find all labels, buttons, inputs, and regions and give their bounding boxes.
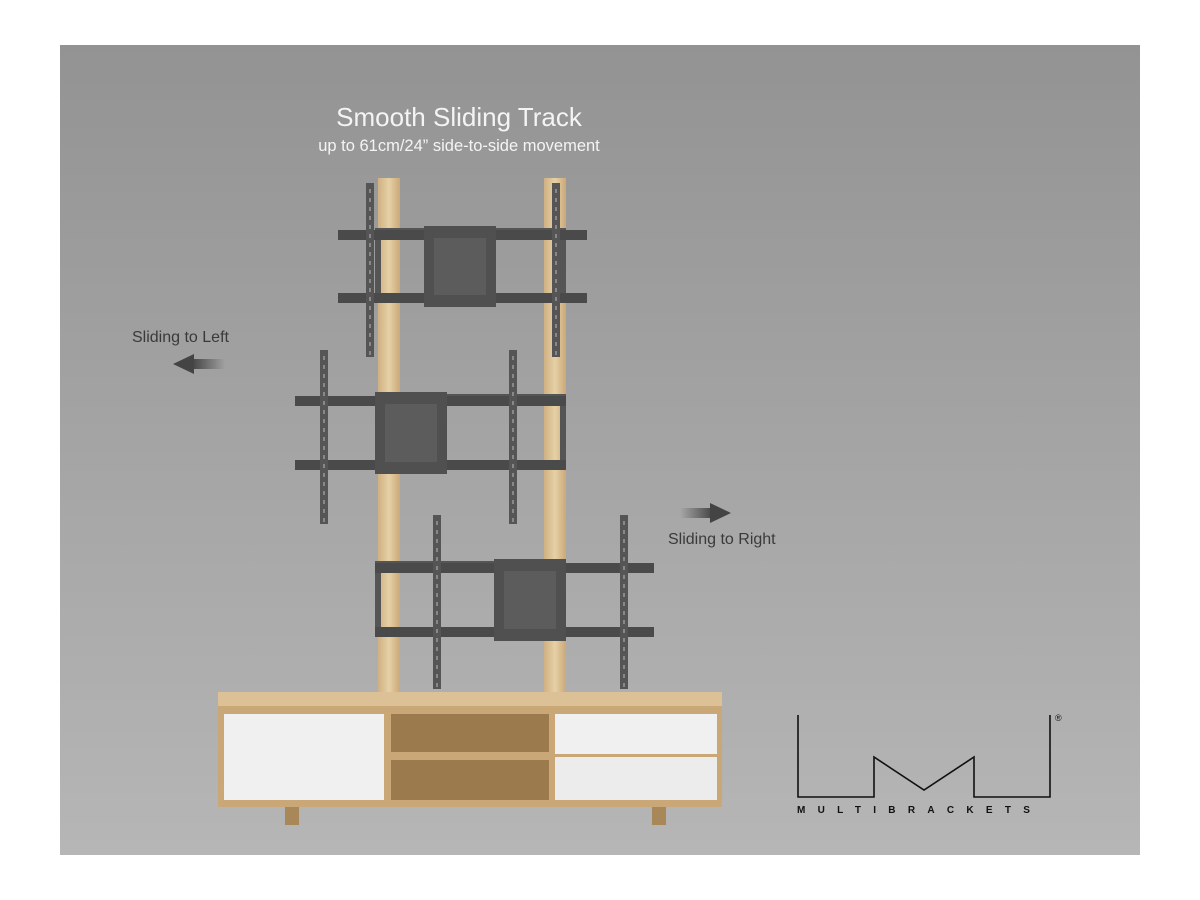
subheadline: up to 61cm/24” side-to-side movement (318, 137, 600, 155)
wall-bracket-3 (375, 515, 654, 689)
tv-stand (218, 692, 722, 825)
sliding-left-label: Sliding to Left (132, 329, 229, 346)
multibrackets-logo-icon (797, 715, 1051, 798)
wall-bracket-2 (295, 350, 566, 524)
headline: Smooth Sliding Track (336, 102, 582, 132)
sliding-right-label: Sliding to Right (668, 531, 776, 548)
registered-mark: ® (1055, 713, 1062, 723)
wall-bracket-1 (338, 183, 587, 357)
brand-name: MULTIBRACKETS (797, 805, 1043, 816)
arrow-right-icon (680, 503, 731, 523)
arrow-left-icon (173, 354, 225, 374)
